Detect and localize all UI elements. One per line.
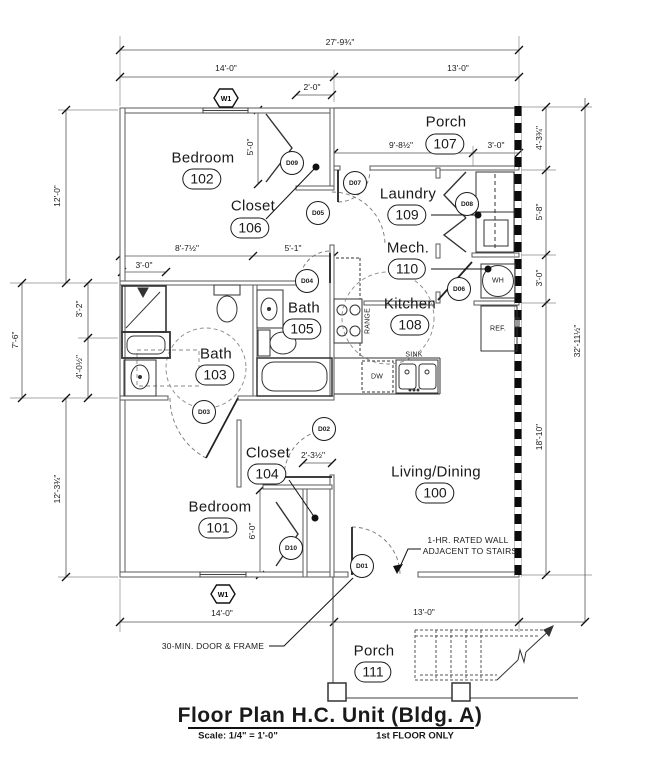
door-tag-d08: D08 xyxy=(455,192,479,216)
dim-bath103-width: 8'-7½" xyxy=(174,243,200,253)
window-tag-w1-bottom: W1 xyxy=(210,584,236,604)
room-number-111: 111 xyxy=(354,661,392,683)
refrigerator-label: REF. xyxy=(490,325,506,333)
window-tag-w1-top: W1 xyxy=(213,88,239,108)
room-number-106: 106 xyxy=(230,217,270,239)
title-underline xyxy=(188,727,474,729)
dishwasher-label: DW xyxy=(370,373,384,381)
drawing-title: Floor Plan H.C. Unit (Bldg. A) xyxy=(177,704,483,727)
door-tag-d05: D05 xyxy=(306,201,330,225)
water-heater-label: WH xyxy=(491,277,505,285)
door-tag-d06: D06 xyxy=(447,277,471,301)
dim-porch107-right: 3'-0" xyxy=(487,140,505,150)
room-label-bath-105: Bath xyxy=(287,299,321,317)
dim-closet104-width: 2'-3½" xyxy=(300,450,326,460)
room-number-110: 110 xyxy=(387,258,427,280)
room-number-108: 108 xyxy=(390,314,430,336)
room-label-bedroom-101: Bedroom xyxy=(188,498,252,516)
dim-right-overall: 32'-11½" xyxy=(572,324,582,358)
room-label-bedroom-102: Bedroom xyxy=(171,149,235,167)
dim-top-right: 13'-0" xyxy=(447,63,469,73)
rated-wall-note-line1: 1-HR. RATED WALL xyxy=(427,535,509,545)
room-label-closet-106: Closet xyxy=(230,197,276,215)
room-number-105: 105 xyxy=(282,318,322,340)
dim-left-shower: 3'-2" xyxy=(74,300,84,318)
svg-text:W1: W1 xyxy=(218,592,229,599)
room-number-101: 101 xyxy=(198,517,238,539)
floor-note: 1st FLOOR ONLY xyxy=(376,730,454,742)
room-label-mech-110: Mech. xyxy=(386,239,430,257)
dim-right-porch: 4'-3¾" xyxy=(534,125,544,151)
room-number-104: 104 xyxy=(247,463,287,485)
room-number-100: 100 xyxy=(415,482,455,504)
room-label-laundry-109: Laundry xyxy=(379,185,437,203)
room-number-102: 102 xyxy=(182,168,222,190)
range-label: RANGE xyxy=(364,308,372,334)
sink-label: SINK xyxy=(405,351,423,359)
dim-left-bedroom102: 12'-0" xyxy=(52,185,62,207)
door-tag-d10: D10 xyxy=(279,536,303,560)
dim-right-laundry: 5'-8" xyxy=(534,203,544,221)
room-number-109: 109 xyxy=(387,204,427,226)
dim-bath105-width: 5'-1" xyxy=(284,243,302,253)
dim-top-overall: 27'-9¾" xyxy=(325,37,355,47)
dim-bottom-left: 14'-0" xyxy=(211,608,233,618)
door-tag-d01: D01 xyxy=(350,554,374,578)
dim-left-bath: 7'-6" xyxy=(10,331,20,349)
svg-text:W1: W1 xyxy=(221,96,232,103)
room-label-living-dining-100: Living/Dining xyxy=(391,463,481,481)
dim-porch107-left: 9'-8½" xyxy=(388,140,414,150)
door-tag-d02: D02 xyxy=(312,417,336,441)
dim-top-left: 14'-0" xyxy=(215,63,237,73)
drawing-scale: Scale: 1/4" = 1'-0" xyxy=(198,730,278,742)
door-tag-d04: D04 xyxy=(295,269,319,293)
dim-left-vanity: 4'-0½" xyxy=(74,354,84,380)
dim-right-living: 18'-10" xyxy=(534,423,544,451)
door-rating-note: 30-MIN. DOOR & FRAME xyxy=(161,641,265,651)
room-label-porch-111: Porch xyxy=(353,642,395,660)
room-number-103: 103 xyxy=(195,364,235,386)
dim-left-bedroom101: 12'-3¾" xyxy=(52,474,62,504)
room-label-porch-107: Porch xyxy=(425,113,467,131)
dim-bottom-right: 13'-0" xyxy=(413,607,435,617)
dim-shower-width: 3'-0" xyxy=(135,260,153,270)
room-label-closet-104: Closet xyxy=(245,444,291,462)
door-tag-d07: D07 xyxy=(343,171,367,195)
room-number-107: 107 xyxy=(425,133,465,155)
door-tag-d03: D03 xyxy=(192,400,216,424)
room-label-kitchen-108: Kitchen xyxy=(383,295,437,313)
dim-right-mech: 3'-0" xyxy=(534,269,544,287)
dim-closet104-depth: 6'-0" xyxy=(247,522,257,540)
room-label-bath-103: Bath xyxy=(199,345,233,363)
rated-wall-note-line2: ADJACENT TO STAIRS xyxy=(422,546,518,556)
dim-closet106-door: 2'-0" xyxy=(303,82,321,92)
door-tag-d09: D09 xyxy=(280,151,304,175)
dim-closet106-depth: 5'-0" xyxy=(245,138,255,156)
